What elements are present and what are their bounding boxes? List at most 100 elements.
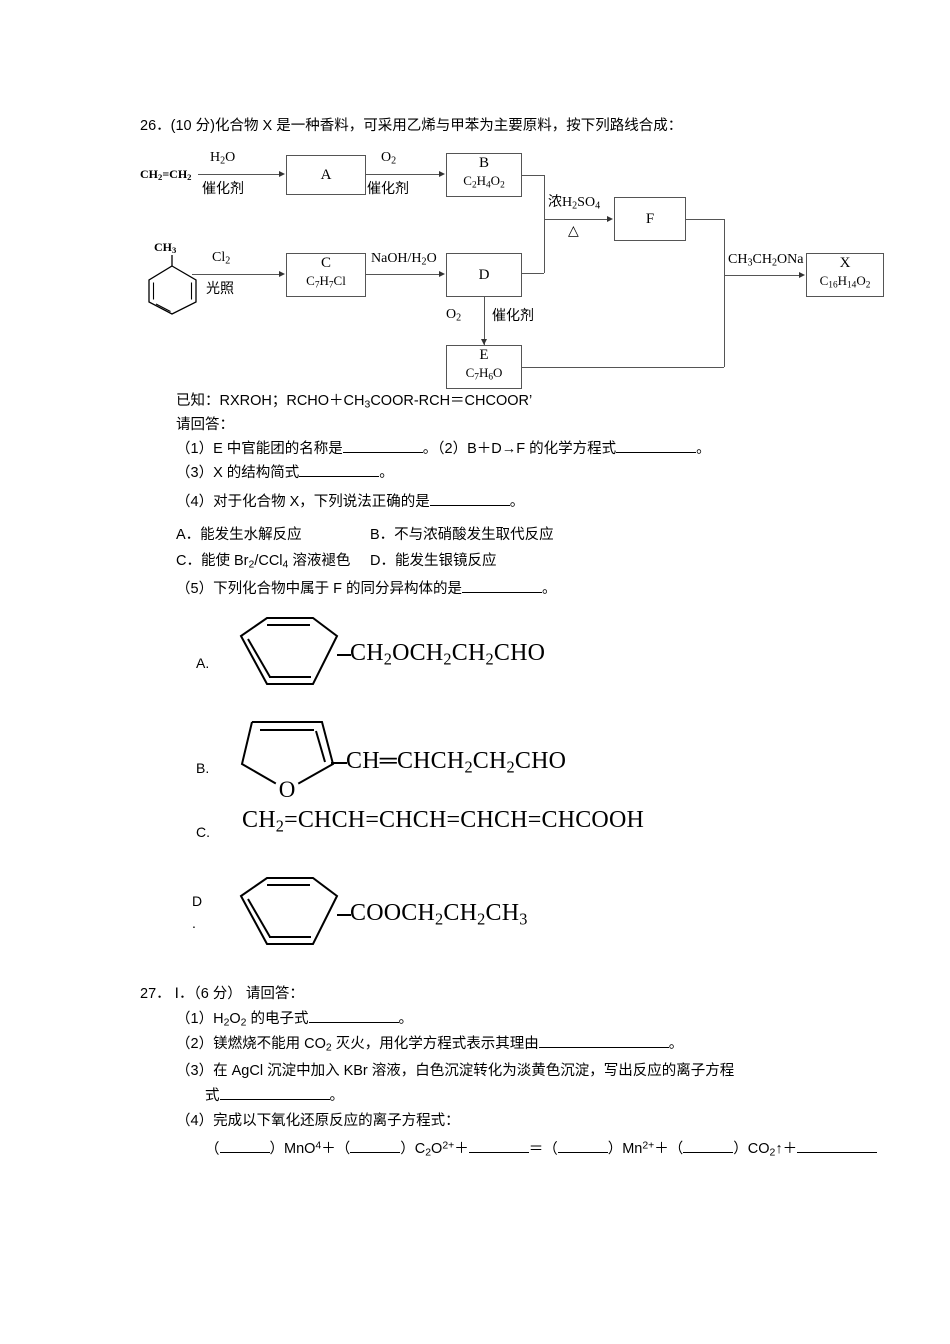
q26-item3-blank[interactable]: [299, 463, 380, 477]
box-d-label: D: [478, 266, 490, 283]
equation-blank-3[interactable]: [468, 1139, 529, 1154]
q27-item-3: （3）在 AgCl 沉淀中加入 KBr 溶液，白色沉淀转化为淡黄色沉淀，写出反应…: [176, 1060, 836, 1083]
equation-mno4: ）MnO4＋（: [269, 1141, 351, 1158]
q26-choice-b[interactable]: B．不与浓硝酸发生取代反应: [370, 524, 554, 547]
structure-a-benzene-ring: [239, 617, 339, 685]
question-27-heading: 27． Ⅰ．（6 分） 请回答：: [140, 983, 304, 1005]
box-b-label: B: [478, 155, 489, 172]
choice-b-label: B．: [370, 527, 395, 543]
arrow-head-fe-x: [799, 271, 805, 278]
structure-a-chain: CH2OCH2CH2CHO: [350, 640, 546, 669]
q26-item5-blank[interactable]: [462, 579, 542, 593]
q27-item3-period: 。: [329, 1088, 345, 1104]
q26-item1-blank[interactable]: [342, 439, 423, 453]
box-x-formula: C16H14O2: [819, 273, 871, 291]
box-c-label: C: [320, 255, 331, 272]
q26-item-5: （5）下列化合物中属于 F 的同分异构体的是。: [176, 578, 557, 601]
toluene-benzene-ring: [148, 255, 197, 315]
arrow-head-c-d: [439, 270, 445, 277]
scheme-box-d: D: [446, 253, 522, 297]
structure-a-bond: [337, 654, 351, 656]
arrow-line-fe-x: [724, 275, 800, 276]
structure-b-bond: [331, 762, 347, 764]
arrow-line-ethylene-a: [198, 174, 280, 175]
q26-choice-c[interactable]: C．能使 Br2/CCl4 溶液褪色: [176, 550, 350, 577]
q26-choice-a[interactable]: A．能发生水解反应: [176, 524, 302, 547]
q27-number: 27．: [140, 986, 171, 1002]
scheme-box-c: C C7H7Cl: [286, 253, 366, 297]
condition-cl2: Cl2: [212, 250, 231, 267]
choice-d-text: 能发生银镜反应: [394, 553, 497, 569]
structure-d-benzene-ring: [239, 877, 339, 945]
merge-line-b: [522, 175, 544, 176]
condition-catalyst-2: 催化剂: [367, 180, 409, 196]
q26-item-1: （1）E 中官能团的名称是。（2）B＋D→F 的化学方程式。: [176, 438, 711, 461]
structure-option-a-label: A.: [196, 655, 210, 671]
choice-c-text: 能使 Br2/CCl4 溶液褪色: [200, 553, 351, 571]
structure-d-chain: COOCH2CH2CH3: [350, 900, 528, 929]
q26-stem: 化合物 X 是一种香料，可采用乙烯与甲苯为主要原料，按下列路线合成：: [214, 118, 683, 134]
q27-item3-prefix: 式: [205, 1088, 220, 1104]
condition-h2o: H2O: [210, 150, 236, 167]
q27-item2-text: 镁燃烧不能用 CO2 灭火，用化学方程式表示其理由: [213, 1036, 539, 1054]
q27-item-3-cont: 式。: [205, 1085, 344, 1108]
reactant-toluene-methyl: CH3: [154, 240, 177, 256]
merge-line-e: [522, 367, 724, 368]
choice-b-text: 不与浓硝酸发生取代反应: [394, 527, 554, 543]
scheme-box-a: A: [286, 155, 366, 195]
arrow-head-d-e: [480, 339, 487, 345]
scheme-box-b: B C2H4O2: [446, 153, 522, 197]
condition-catalyst-3: 催化剂: [492, 307, 534, 323]
answer-prompt: 请回答：: [176, 417, 234, 433]
q26-marks: (10 分): [170, 118, 215, 134]
q26-item4-text: 对于化合物 X，下列说法正确的是: [213, 494, 430, 510]
equation-coef-1[interactable]: [219, 1139, 270, 1154]
condition-ch3ch2ona: CH3CH2ONa: [728, 252, 804, 269]
q27-item1-blank[interactable]: [308, 1009, 399, 1023]
q26-item1-period: 。: [422, 441, 438, 457]
q27-item3-text: 在 AgCl 沉淀中加入 KBr 溶液，白色沉淀转化为淡黄色沉淀，写出反应的离子…: [213, 1063, 735, 1079]
q27-marks: （6 分）: [193, 986, 242, 1002]
q27-item1-text: H2O2 的电子式: [213, 1011, 309, 1029]
q26-item-3: （3）X 的结构简式。: [176, 462, 394, 485]
equation-coef-2[interactable]: [350, 1139, 401, 1154]
equation-blank-6[interactable]: [797, 1139, 878, 1154]
equation-coef-5[interactable]: [683, 1139, 734, 1154]
q27-item4-number: （4）: [176, 1113, 214, 1129]
structure-option-b-label: B.: [196, 760, 210, 776]
structure-option-d-label-period: .: [192, 915, 196, 931]
equation-equals: ＝（: [528, 1141, 558, 1158]
structure-option-d-label: D: [192, 893, 203, 909]
q26-item4-period: 。: [509, 494, 525, 510]
q27-item3-blank[interactable]: [219, 1086, 330, 1100]
q27-item3-number: （3）: [176, 1063, 214, 1079]
condition-o2-1: O2: [381, 150, 397, 167]
equation-coef-4[interactable]: [557, 1139, 608, 1154]
box-c-formula: C7H7Cl: [306, 273, 346, 291]
q27-item2-period: 。: [668, 1036, 684, 1052]
q27-item4-text: 完成以下氧化还原反应的离子方程式：: [213, 1113, 460, 1129]
box-x-label: X: [839, 255, 851, 272]
structure-d-bond: [337, 914, 351, 916]
equation-mn2: ）Mn2+＋（: [607, 1141, 684, 1158]
known-conditions-line: 已知：RXROH；RCHO＋CH3COOR-RCH＝CHCOOR’: [176, 390, 532, 417]
q27-part: Ⅰ．: [174, 986, 194, 1002]
q27-redox-equation: （）MnO4＋（）C2O2+＋＝（）Mn2+＋（）CO2↑＋: [205, 1135, 878, 1165]
arrow-line-c-d: [366, 274, 440, 275]
equation-open-1: （: [205, 1141, 220, 1158]
merge-line-f: [686, 219, 724, 220]
q26-item2-blank[interactable]: [616, 439, 697, 453]
box-b-formula: C2H4O2: [463, 173, 505, 191]
merge-line-d: [522, 273, 544, 274]
q27-item2-blank[interactable]: [538, 1034, 669, 1048]
box-e-label: E: [479, 347, 489, 364]
equation-c2o: ）C2O2+＋: [400, 1141, 469, 1159]
q26-item2-text: （2）B＋D→F 的化学方程式: [437, 441, 617, 457]
scheme-box-e: E C7H6O: [446, 345, 522, 389]
q26-item4-blank[interactable]: [429, 492, 510, 506]
q26-item2-period: 。: [696, 441, 711, 457]
q26-choice-d[interactable]: D．能发生银镜反应: [370, 550, 496, 573]
q27-item-2: （2）镁燃烧不能用 CO2 灭火，用化学方程式表示其理由。: [176, 1033, 683, 1060]
structure-option-c-label: C.: [196, 824, 210, 840]
